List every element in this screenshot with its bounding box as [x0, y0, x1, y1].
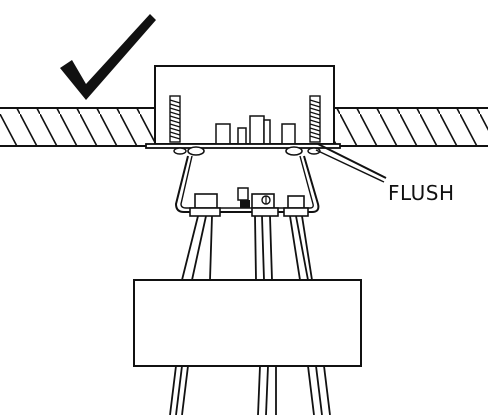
mounting-plate — [145, 143, 341, 156]
recessed-housing — [154, 65, 335, 145]
checkmark-icon — [60, 14, 156, 100]
flush-callout: FLUSH — [315, 143, 455, 205]
fixture-body — [133, 279, 362, 367]
left-spring — [169, 95, 181, 143]
lower-cords — [169, 365, 331, 415]
ceiling-section — [0, 107, 488, 147]
flush-label: FLUSH — [388, 181, 455, 205]
terminal-block — [189, 187, 309, 217]
support-rods — [181, 215, 313, 281]
right-spring — [309, 95, 321, 143]
